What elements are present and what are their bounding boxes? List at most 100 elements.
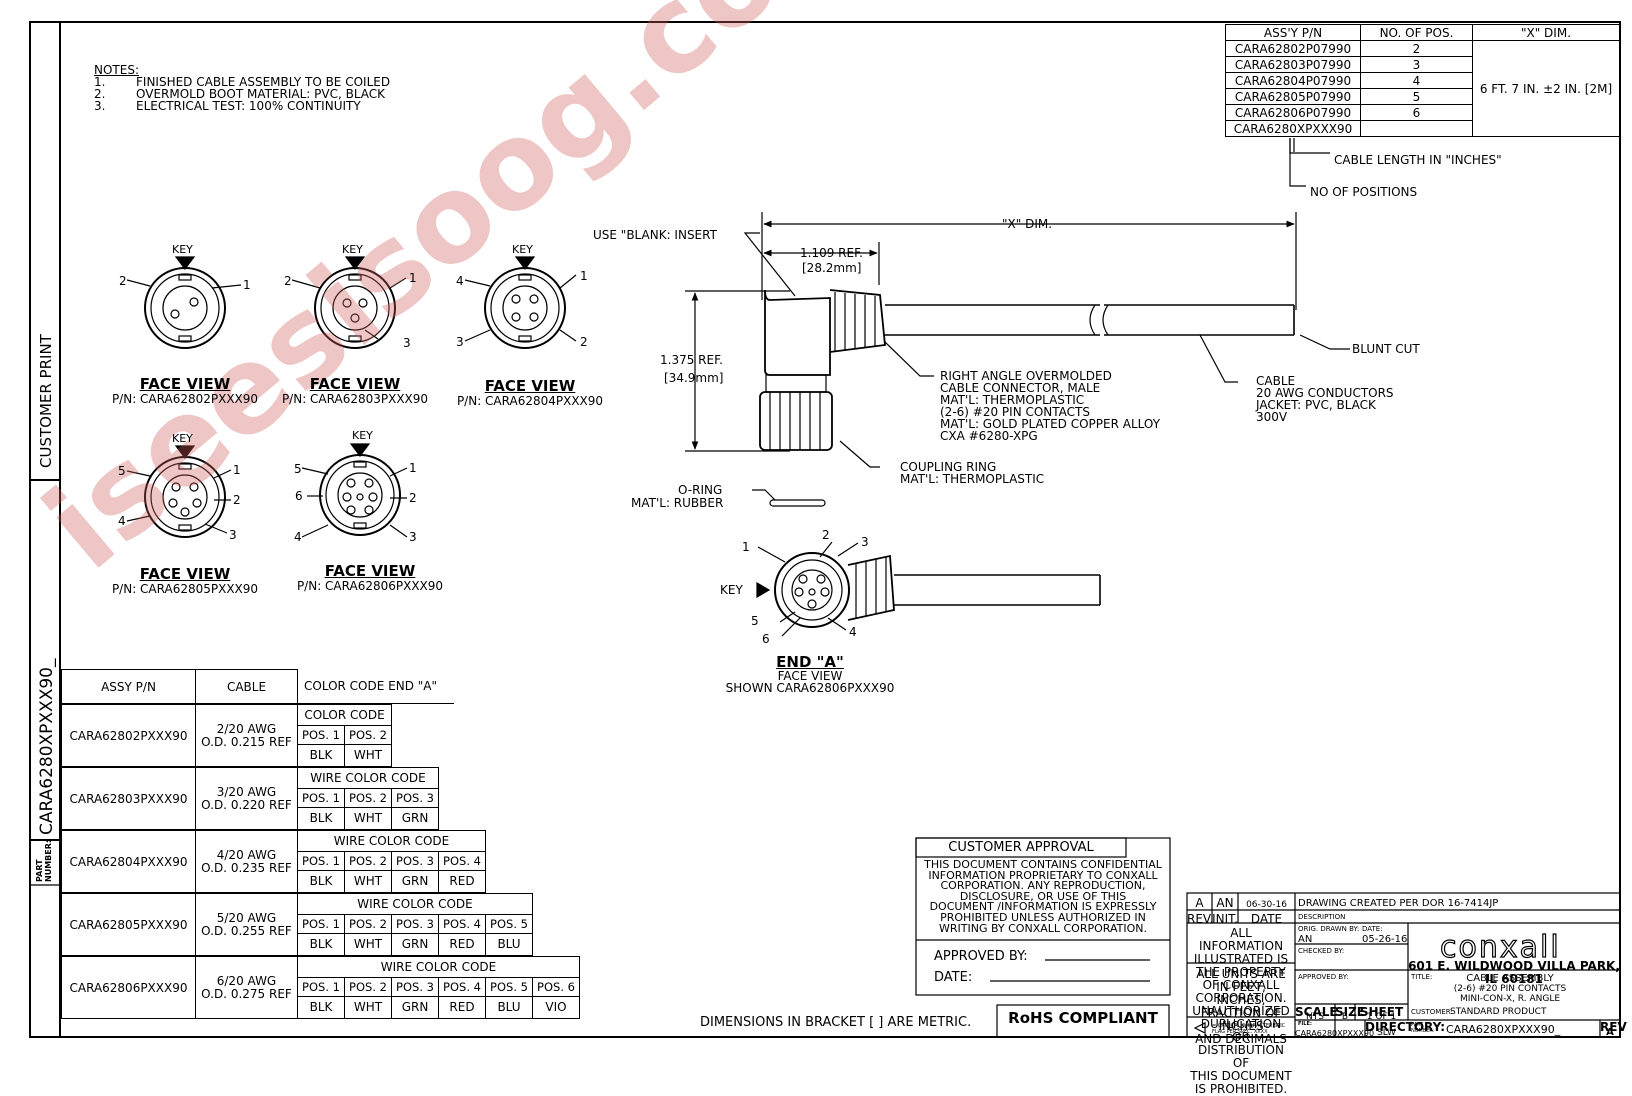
pin-label: 6	[762, 632, 770, 646]
pin-label: 1	[233, 463, 241, 477]
ref-1375-mm: [34.9mm]	[664, 371, 724, 385]
pin-label: 6	[295, 489, 303, 503]
wire-color: BLK	[297, 869, 345, 894]
pos-header: POS. 5	[485, 914, 533, 934]
tb-init: AN	[1216, 896, 1234, 910]
assy-pos: 5	[1360, 88, 1473, 105]
wire-color: WHT	[344, 806, 392, 831]
face-view-pn: P/N: CARA62806PXXX90	[296, 579, 444, 593]
assy-table: ASS'Y P/N NO. OF POS. "X" DIM. CARA62802…	[1225, 24, 1620, 137]
pos-header: POS. 2	[344, 725, 392, 745]
tb-rev-desc: DRAWING CREATED PER DOR 16-7414JP	[1298, 898, 1499, 909]
tb-customer-label: CUSTOMER:	[1411, 1008, 1453, 1016]
approval-date-label: DATE:	[934, 970, 973, 985]
pin-label: 3	[456, 335, 464, 349]
assy-pn: CARA6280XPXXX90	[1225, 120, 1361, 137]
color-table-pn: CARA62804PXXX90	[61, 830, 196, 893]
use-blank-insert-note: USE "BLANK: INSERT	[593, 228, 717, 242]
wire-color: BLK	[297, 995, 345, 1020]
approval-line: WRITING BY CONXALL CORPORATION.	[938, 921, 1147, 935]
pin-label: 2	[580, 335, 588, 349]
pos-header: POS. 1	[297, 725, 345, 745]
tb-units-note: ALL UNITS ARE IN FEET, INCHES, FRACTION …	[1190, 968, 1292, 1046]
table-row: CARA62802P07990 2 6 FT. 7 IN. ±2 IN. [2M…	[1225, 40, 1620, 137]
tb-sheet: 1 OF 1	[1366, 1012, 1397, 1022]
approval-line: DISCLOSURE, OR USE OF THIS	[959, 889, 1127, 903]
pos-header: POS. 1	[297, 914, 345, 934]
key-label: KEY	[172, 432, 193, 445]
wire-color: VIO	[532, 995, 580, 1020]
assy-pn: CARA62805P07990	[1225, 88, 1361, 105]
face-view-title: FACE VIEW	[484, 377, 576, 395]
color-code-header: WIRE COLOR CODE	[297, 892, 533, 916]
wire-color: WHT	[344, 869, 392, 894]
tb-note-line: THE PROPERTY OF CONXALL	[1196, 965, 1286, 992]
pin-label: 4	[294, 530, 302, 544]
approval-line: THIS DOCUMENT CONTAINS CONFIDENTIAL	[924, 858, 1162, 871]
cable-length-callout: CABLE LENGTH IN "INCHES"	[1334, 153, 1502, 167]
pin-label: 2	[233, 493, 241, 507]
ref-1109-mm: [28.2mm]	[802, 261, 862, 275]
key-label: KEY	[352, 429, 373, 442]
note-3-num: 3.	[94, 99, 106, 113]
tb-title: CABLE ASSEMBLY (2-6) #20 PIN CONTACTS MI…	[1430, 973, 1590, 1005]
cable-od: O.D. 0.235 REF	[201, 860, 292, 875]
color-table-pn: CARA62806PXXX90	[61, 956, 196, 1019]
tb-rev: A	[1195, 896, 1204, 910]
pos-header: POS. 6	[532, 977, 580, 997]
key-label: KEY	[720, 583, 743, 597]
pin-label: 2	[822, 528, 830, 542]
table-row: CARA6280XPXXX90	[1225, 120, 1620, 137]
wire-color: BLK	[297, 932, 345, 957]
tb-title-line: MINI-CON-X, R. ANGLE	[1459, 994, 1561, 1004]
end-a-subtitle: SHOWN CARA62806PXXX90	[725, 681, 895, 695]
wire-color: BLK	[297, 806, 345, 831]
assy-pos: 4	[1360, 72, 1473, 89]
tb-note-line: ALL UNITS ARE IN FEET,	[1196, 967, 1286, 994]
cable-awg: 2/20 AWG	[216, 721, 277, 736]
connector-note: CXA #6280-XPG	[940, 429, 1038, 443]
tb-title-line: CABLE ASSEMBLY	[1466, 973, 1554, 984]
approval-body: THIS DOCUMENT CONTAINS CONFIDENTIAL INFO…	[918, 858, 1168, 935]
pin-label: 3	[409, 530, 417, 544]
coupling-ring-note: MAT'L: THERMOPLASTIC	[900, 472, 1045, 486]
drawing-sheet: conxall iseesisoog.com CUSTOMER PRINT PA…	[20, 0, 1627, 1096]
pos-header: POS. 1	[297, 788, 345, 808]
tb-part-number: CARA6280XPXXX90_	[1446, 1023, 1561, 1036]
cable-note: JACKET: PVC, BLACK	[1256, 398, 1376, 412]
tb-note-line: = CRITICAL CHARACTERISTIC	[1212, 1023, 1286, 1029]
tb-file-label: FILE:	[1298, 1021, 1312, 1027]
pin-label: 1	[243, 278, 251, 292]
tb-address: 601 E. WILDWOOD VILLA PARK, IL 60181	[1408, 959, 1620, 986]
pos-header: POS. 3	[391, 851, 439, 871]
tb-note-line: FLAG PER SPEC. XXXX	[1212, 1029, 1268, 1035]
tb-size: B	[1341, 1012, 1349, 1022]
face-view-6pos	[301, 443, 408, 538]
col-header-assy: ASSY P/N	[61, 669, 196, 704]
pin-label: 5	[118, 464, 126, 478]
face-view-pn: P/N: CARA62802PXXX90	[111, 392, 259, 406]
color-code-header: WIRE COLOR CODE	[297, 829, 486, 853]
drawing-linework: conxall	[29, 21, 1621, 1038]
key-label: KEY	[342, 243, 363, 256]
wire-color: GRN	[391, 932, 439, 957]
tb-note-line: CORPORATION. UNAUTHORIZED	[1192, 991, 1290, 1018]
pos-header: POS. 1	[297, 851, 345, 871]
tb-dir: SLW	[1377, 1028, 1396, 1038]
color-code-header: WIRE COLOR CODE	[297, 955, 580, 979]
wire-color: WHT	[344, 995, 392, 1020]
assy-pn: CARA62804P07990	[1225, 72, 1361, 89]
o-ring-note: MAT'L: RUBBER	[631, 496, 724, 510]
face-view-pn: P/N: CARA62803PXXX90	[281, 392, 429, 406]
color-table-pn: CARA62802PXXX90	[61, 704, 196, 767]
face-view-title: FACE VIEW	[139, 565, 231, 583]
wire-color: WHT	[344, 743, 392, 768]
x-dim-value: 6 FT. 7 IN. ±2 IN. [2M]	[1472, 40, 1620, 137]
face-view-2pos	[126, 256, 242, 349]
positions-callout: NO OF POSITIONS	[1310, 185, 1418, 199]
pos-header: POS. 1	[297, 977, 345, 997]
